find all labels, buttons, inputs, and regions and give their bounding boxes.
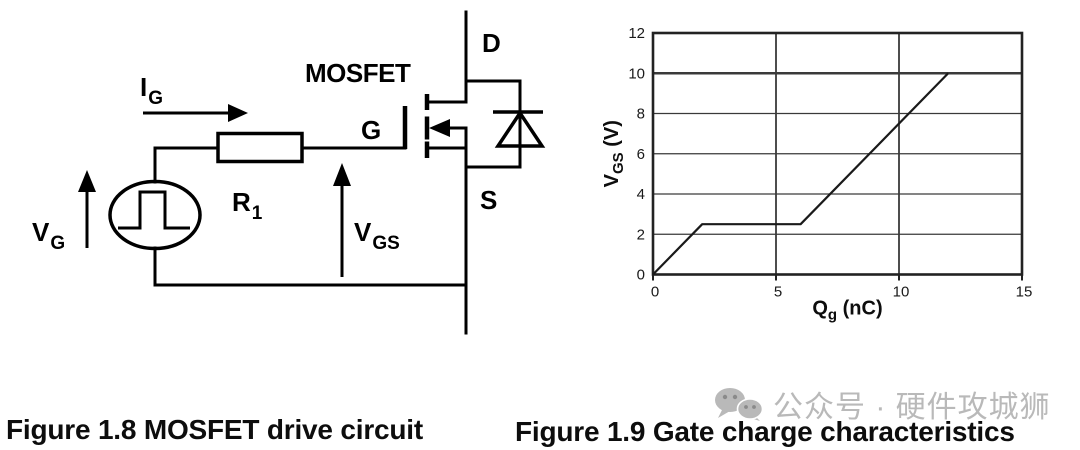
source-voltage-arrow <box>78 170 96 248</box>
mosfet-symbol <box>402 94 466 158</box>
pulse-source-symbol <box>108 179 202 251</box>
up-arrowhead-icon <box>333 163 351 186</box>
right-arrowhead-icon <box>228 104 248 122</box>
resistor-symbol <box>216 131 304 164</box>
source-top-wire <box>153 146 220 184</box>
gate-charge-chart: 0 2 4 6 8 10 12 0 5 10 15 Qg (nC) VGS (V) <box>601 25 1033 324</box>
y-tick-label: 12 <box>628 25 645 42</box>
body-diode-symbol <box>493 109 546 148</box>
figure-1-9-caption: Figure 1.9 Gate charge characteristics <box>515 416 1015 447</box>
up-arrowhead-icon <box>78 170 96 192</box>
y-tick-label: 4 <box>637 186 645 203</box>
resistor-label: R1 <box>232 187 263 224</box>
substrate-arrowhead-icon <box>429 119 450 137</box>
diode-triangle <box>494 109 546 148</box>
y-tick-label: 2 <box>637 226 645 243</box>
gate-source-voltage-arrow <box>333 163 351 277</box>
gate-current-arrow <box>143 104 248 122</box>
source-voltage-label: VG <box>32 217 65 254</box>
source-circle <box>108 179 202 251</box>
y-tick-label: 8 <box>637 106 645 123</box>
x-tick-label: 10 <box>893 284 910 301</box>
watermark: 公众号 · 硬件攻城狮 <box>714 382 1051 426</box>
gate-charge-curve <box>652 72 949 276</box>
mosfet-drive-circuit-diagram: IG R1 VG VGS MOSFET G D S <box>32 10 546 335</box>
x-axis-label: Qg (nC) <box>812 298 882 324</box>
y-axis-label: VGS (V) <box>601 120 627 187</box>
drain-terminal-label: D <box>482 28 501 58</box>
plot-frame <box>651 31 1024 276</box>
gate-terminal-label: G <box>361 115 381 145</box>
y-tick-label: 10 <box>628 65 645 82</box>
watermark-text: 公众号 · 硬件攻城狮 <box>773 391 1051 424</box>
y-tick-label: 0 <box>637 267 645 284</box>
y-tick-label: 6 <box>637 146 645 163</box>
pulse-waveform-icon <box>118 190 190 230</box>
bottom-rail-wire <box>153 246 468 287</box>
gate-source-voltage-label: VGS <box>354 217 400 254</box>
wechat-icon <box>715 388 764 421</box>
x-tick-label: 0 <box>651 284 659 301</box>
mosfet-label: MOSFET <box>305 58 411 88</box>
x-tick-label: 15 <box>1016 284 1033 301</box>
circuit-wires <box>153 10 522 335</box>
figure-1-8-caption: Figure 1.8 MOSFET drive circuit <box>6 414 424 445</box>
current-label: IG <box>140 72 163 109</box>
x-tick-label: 5 <box>774 284 782 301</box>
body-diode-branch-wire <box>464 79 522 169</box>
source-terminal-label: S <box>480 185 497 215</box>
